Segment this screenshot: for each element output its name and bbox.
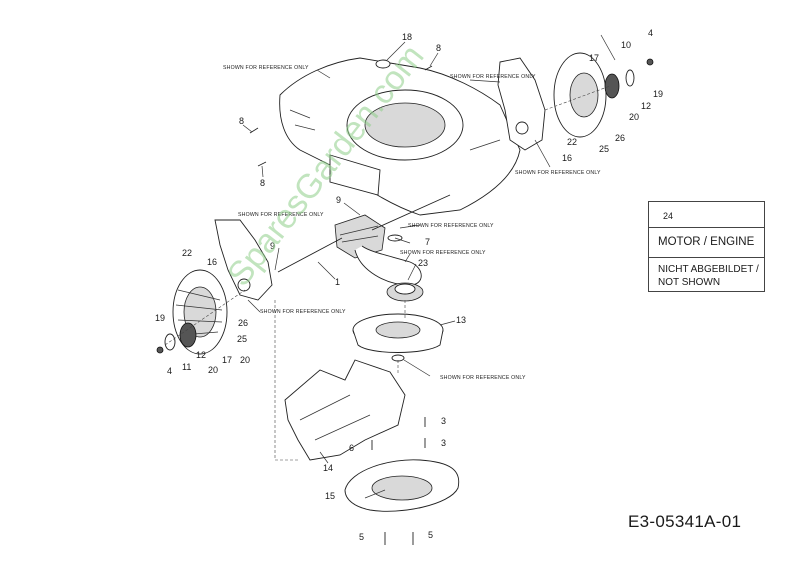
- callout: 5: [428, 530, 433, 540]
- drawing-code: E3-05341A-01: [628, 512, 742, 531]
- right-wheel: [553, 52, 654, 138]
- callout: 17: [222, 355, 232, 365]
- legend-note-line2: NOT SHOWN: [658, 277, 721, 288]
- callout: 6: [349, 443, 354, 453]
- left-wheel-bracket: [214, 219, 273, 301]
- mower-deck: [279, 57, 521, 216]
- lower-cover: [344, 459, 460, 512]
- legend-row-title: MOTOR / ENGINE: [649, 228, 764, 258]
- reference-note: SHOWN FOR REFERENCE ONLY: [515, 170, 601, 176]
- callout: 4: [648, 28, 653, 38]
- drive-shaft: [277, 194, 451, 273]
- callout: 4: [167, 366, 172, 376]
- callout: 8: [436, 43, 441, 53]
- callout: 19: [155, 313, 165, 323]
- callout: 11: [182, 362, 191, 372]
- callout: 17: [589, 53, 599, 63]
- reference-notes: SHOWN FOR REFERENCE ONLY SHOWN FOR REFER…: [223, 65, 601, 381]
- reference-note: SHOWN FOR REFERENCE ONLY: [440, 375, 526, 381]
- callout: 15: [325, 491, 335, 501]
- callout: 12: [641, 101, 651, 111]
- legend-note-line1: NICHT ABGEBILDET /: [658, 264, 759, 275]
- right-wheel-bracket: [497, 57, 546, 151]
- callout: 3: [441, 416, 446, 426]
- legend-row-note: NICHT ABGEBILDET / NOT SHOWN: [649, 258, 764, 293]
- reference-note: SHOWN FOR REFERENCE ONLY: [400, 250, 486, 256]
- callout: 8: [260, 178, 265, 188]
- legend-note: NICHT ABGEBILDET / NOT SHOWN: [658, 263, 763, 289]
- callout: 16: [207, 257, 217, 267]
- callout: 9: [270, 241, 275, 251]
- transmission: [334, 214, 386, 259]
- callout: 8: [239, 116, 244, 126]
- callout: 14: [323, 463, 333, 473]
- callout: 10: [621, 40, 631, 50]
- legend-part-number: 24: [663, 211, 674, 221]
- callout: 12: [196, 350, 206, 360]
- reference-note: SHOWN FOR REFERENCE ONLY: [408, 223, 494, 229]
- callout: 3: [441, 438, 446, 448]
- reference-note: SHOWN FOR REFERENCE ONLY: [223, 65, 309, 71]
- reference-note: SHOWN FOR REFERENCE ONLY: [260, 309, 346, 315]
- blade-fan-housing: [352, 313, 444, 353]
- rear-baffle: [284, 359, 406, 461]
- callout: 22: [182, 248, 192, 258]
- callout: 26: [238, 318, 248, 328]
- reference-note: SHOWN FOR REFERENCE ONLY: [238, 212, 324, 218]
- legend-title: MOTOR / ENGINE: [658, 236, 755, 248]
- leader-lines: [242, 34, 616, 499]
- reference-note: SHOWN FOR REFERENCE ONLY: [450, 74, 536, 80]
- callout: 26: [615, 133, 625, 143]
- drive-belt: [354, 245, 422, 286]
- callout: 23: [418, 258, 428, 268]
- left-wheel: [156, 269, 228, 355]
- callout: 7: [425, 237, 430, 247]
- callout: 16: [562, 153, 572, 163]
- callout: 20: [208, 365, 218, 375]
- callout-numbers: 18 8 8 8 4 10 17 19 12 20 26 22 25 16 9 …: [155, 28, 663, 542]
- callout: 25: [237, 334, 247, 344]
- callout: 18: [402, 32, 412, 42]
- callout: 20: [629, 112, 639, 122]
- assembly-lines: [164, 85, 611, 461]
- callout: 13: [456, 315, 466, 325]
- callout: 25: [599, 144, 609, 154]
- callout: 19: [653, 89, 663, 99]
- callout: 20: [240, 355, 250, 365]
- callout: 1: [335, 277, 340, 287]
- callout: 9: [336, 195, 341, 205]
- pulley: [386, 282, 424, 302]
- callout: 5: [359, 532, 364, 542]
- legend-row-part: 24: [649, 202, 764, 228]
- legend-box: 24 MOTOR / ENGINE NICHT ABGEBILDET / NOT…: [648, 201, 765, 292]
- callout: 22: [567, 137, 577, 147]
